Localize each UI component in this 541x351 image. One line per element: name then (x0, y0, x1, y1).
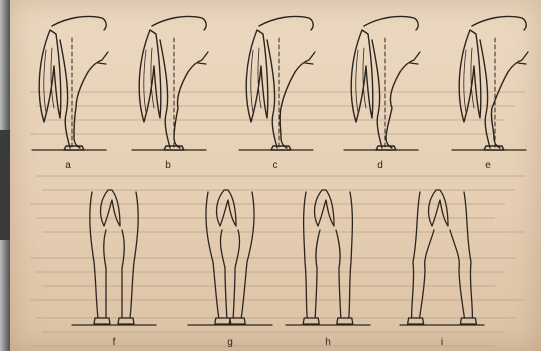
right-leg-outer (241, 192, 254, 318)
side-view-b: b (132, 16, 208, 171)
left-leg-inner (104, 230, 106, 318)
left-leg-outer (304, 192, 308, 318)
tail (246, 30, 268, 122)
left-leg-inner (420, 230, 434, 318)
view-label: d (377, 160, 383, 171)
hind-leg-front (174, 72, 188, 148)
view-label: g (227, 337, 233, 348)
view-label: a (65, 160, 71, 171)
stifle-line (508, 52, 528, 72)
right-hoof (118, 318, 134, 324)
hind-leg-rear (372, 40, 382, 148)
rear-view-h: h (286, 190, 370, 348)
hind-leg-front (491, 72, 508, 148)
side-view-d: d (344, 16, 420, 171)
book-page: a b c d e f g h i (10, 0, 541, 351)
right-leg-inner (233, 230, 239, 318)
hind-leg-rear (160, 40, 170, 148)
left-hoof (215, 318, 231, 324)
stifle-line (295, 52, 315, 72)
rear-view-g: g (188, 190, 272, 348)
side-view-e: e (452, 16, 528, 171)
right-leg-outer (464, 192, 472, 318)
tail (217, 190, 236, 226)
view-label: h (325, 337, 331, 348)
tail (139, 30, 161, 122)
stifle-line (188, 52, 208, 72)
hind-leg-rear (60, 40, 70, 148)
tail (459, 30, 481, 122)
rear-view-f: f (72, 190, 156, 348)
tail (351, 30, 373, 122)
rump-outline (472, 16, 526, 30)
left-hoof (94, 318, 110, 324)
hind-leg-rear (267, 40, 277, 148)
right-hoof (229, 318, 245, 324)
stifle-line (400, 52, 420, 72)
rear-view-i: i (400, 190, 484, 348)
view-label: e (485, 160, 491, 171)
left-leg-inner (220, 230, 226, 318)
rump-outline (52, 16, 106, 30)
right-leg-outer (349, 192, 353, 318)
tail (101, 190, 120, 226)
rump-outline (364, 16, 418, 30)
hind-leg-front (74, 72, 88, 148)
view-label: i (441, 337, 443, 348)
stifle-line (88, 52, 108, 72)
tail (315, 190, 334, 226)
left-leg-outer (90, 192, 98, 318)
hind-leg-front (386, 72, 400, 148)
side-view-c: c (239, 16, 315, 171)
right-hoof (337, 318, 353, 324)
horse-leg-conformation-diagram: a b c d e f g h i (10, 0, 541, 351)
tail (429, 190, 448, 226)
hind-leg-rear (480, 40, 490, 148)
hind-leg-front (280, 72, 295, 148)
rump-outline (259, 16, 313, 30)
background-text-lines (30, 92, 525, 346)
right-leg-outer (130, 192, 138, 318)
side-view-a: a (32, 16, 108, 171)
tail (39, 30, 61, 122)
view-label: b (165, 160, 171, 171)
left-hoof (303, 318, 319, 324)
left-hoof (408, 318, 424, 324)
right-leg-inner (122, 230, 124, 318)
view-label: f (113, 337, 116, 348)
left-leg-inner (315, 230, 320, 318)
rump-outline (152, 16, 206, 30)
view-label: c (273, 160, 278, 171)
left-leg-outer (412, 192, 420, 318)
right-leg-inner (450, 230, 464, 318)
right-leg-inner (336, 230, 341, 318)
right-hoof (460, 318, 476, 324)
